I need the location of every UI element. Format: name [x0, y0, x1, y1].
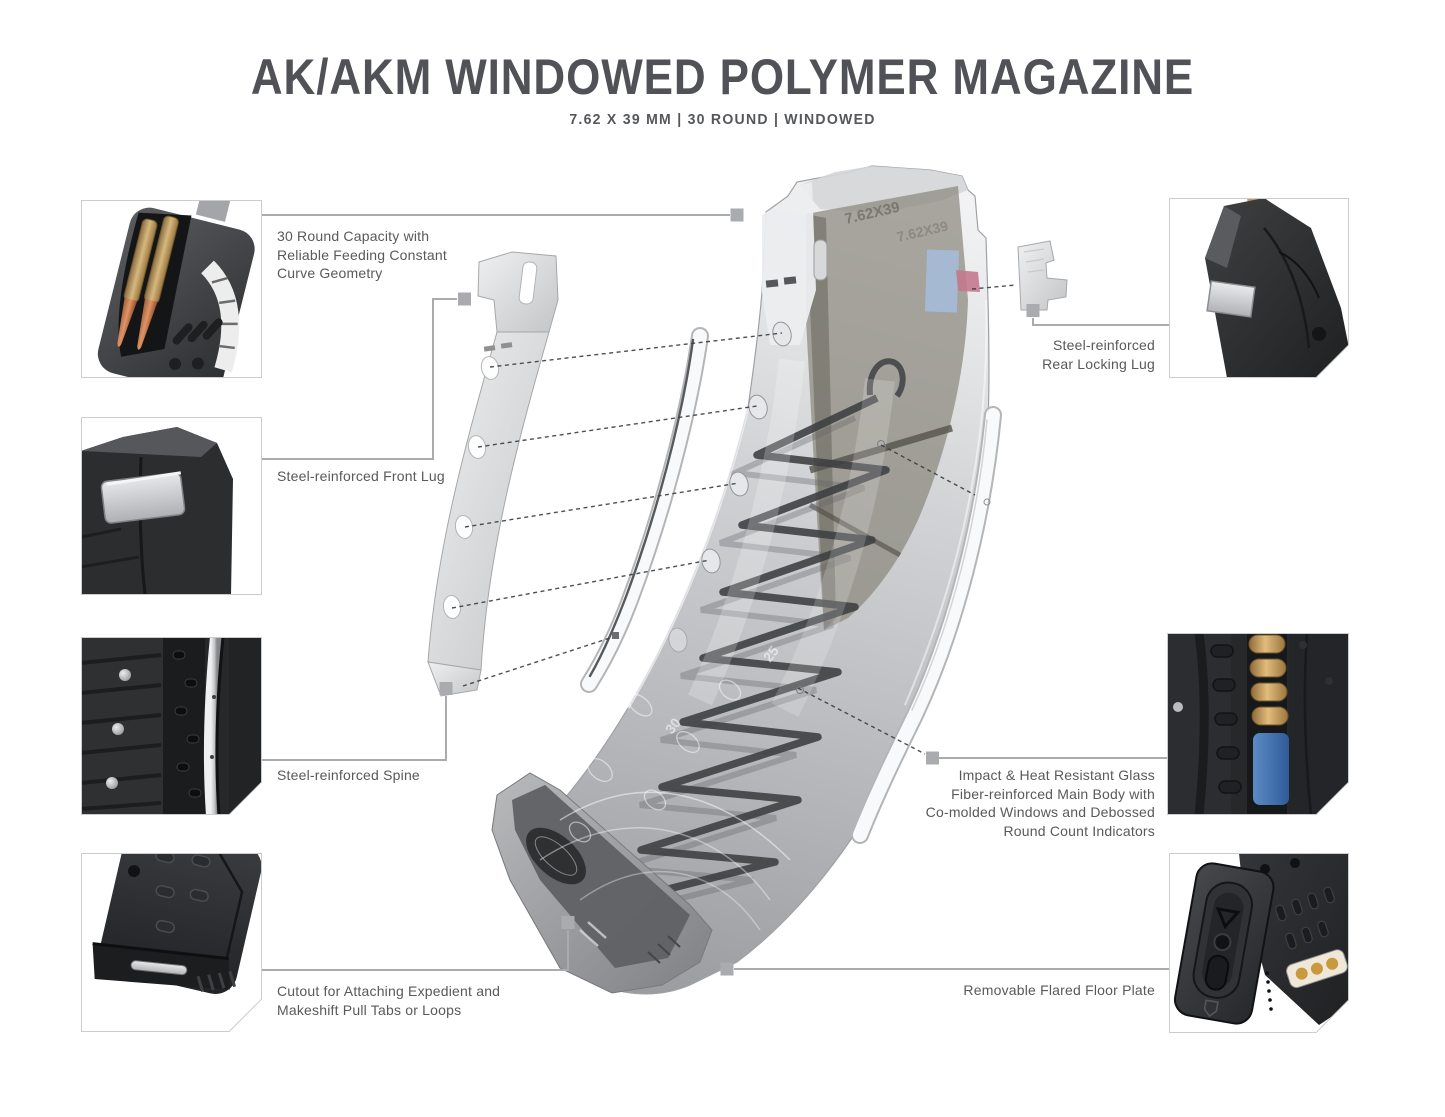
pull-tab-slot	[130, 960, 188, 976]
rivet	[119, 669, 131, 681]
photo-floor-plate	[1169, 853, 1349, 1033]
body-dimples	[668, 321, 792, 653]
callout-pull-tab-cutout: Cutout for Attaching Expedient and Makes…	[277, 982, 500, 1019]
utg-logo	[1203, 999, 1219, 1018]
spine-photo-content	[82, 638, 261, 814]
callout-line: Makeshift Pull Tabs or Loops	[277, 1001, 462, 1018]
photo-feed-lips	[81, 200, 262, 378]
windows-photo-content	[1168, 634, 1348, 814]
callout-main-body: Impact & Heat Resistant Glass Fiber-rein…	[926, 766, 1155, 840]
callout-line: Removable Flared Floor Plate	[963, 982, 1155, 998]
callout-rear-locking-lug: Steel-reinforced Rear Locking Lug	[1042, 336, 1155, 373]
callout-line: 30 Round Capacity with	[277, 228, 430, 244]
callout-spine: Steel-reinforced Spine	[277, 766, 420, 785]
rear-lug-photo-content	[1205, 199, 1348, 377]
photo-rear-lug	[1169, 198, 1349, 378]
steel-rear-lug	[1206, 280, 1256, 318]
cutout-photo-content	[92, 854, 261, 994]
callout-line: Fiber-reinforced Main Body with	[951, 785, 1155, 802]
magazine-spring	[602, 358, 906, 921]
arrow-marking	[1215, 906, 1241, 930]
floor-plate-photo-content	[1173, 854, 1348, 1025]
photo-front-lug	[81, 417, 262, 595]
pink-follower-tab	[956, 270, 980, 292]
body-ribs	[1275, 886, 1335, 950]
page-subtitle: 7.62 X 39 MM | 30 ROUND | WINDOWED	[569, 112, 876, 128]
cartridge-photo-content	[97, 201, 255, 377]
callout-floor-plate: Removable Flared Floor Plate	[963, 981, 1155, 1000]
callout-capacity: 30 Round Capacity with Reliable Feeding …	[277, 227, 447, 283]
callout-line: Round Count Indicators	[1003, 822, 1155, 839]
blue-follower	[1253, 733, 1289, 805]
callout-line: Impact & Heat Resistant Glass	[958, 767, 1155, 783]
steel-insert	[100, 472, 186, 524]
clear-window-insert-right	[851, 406, 1002, 844]
front-lug-photo-content	[82, 427, 233, 594]
photo-pull-tab-cutout	[81, 853, 262, 1032]
steel-spine-strip	[203, 638, 224, 814]
rivet	[106, 777, 118, 789]
callout-line: Steel-reinforced Spine	[277, 767, 420, 783]
cartridge	[117, 218, 158, 347]
cartridge	[137, 215, 179, 350]
rear-lug-tab	[195, 201, 232, 222]
blue-window-tint	[924, 249, 960, 313]
callout-connectors	[262, 214, 1170, 971]
callout-line: Cutout for Attaching Expedient and	[277, 983, 501, 999]
clear-window-insert-left	[580, 327, 709, 693]
callout-line: Rear Locking Lug	[1042, 355, 1155, 372]
magazine-main-body: 7.62X39 7.62X39	[511, 165, 990, 995]
cartridges-in-window	[1248, 634, 1289, 726]
steel-spine-part	[427, 251, 559, 697]
callout-line: Curve Geometry	[277, 265, 383, 281]
callout-line: Steel-reinforced	[1052, 337, 1155, 353]
rivet	[112, 723, 124, 735]
photo-windows	[1167, 633, 1349, 815]
connector-end-squares	[439, 208, 1040, 976]
alignment-dashed-lines	[451, 284, 1017, 755]
spine-rivet-holes	[442, 356, 500, 619]
rear-locking-lug-part	[1017, 240, 1068, 311]
dash-end-marker	[612, 632, 619, 639]
floor-plate-part	[491, 772, 713, 994]
page-title: AK/AKM WINDOWED POLYMER MAGAZINE	[250, 49, 1195, 105]
callout-line: Co-molded Windows and Debossed	[925, 804, 1155, 820]
debossed-round-indicators	[1210, 644, 1242, 794]
callout-front-lug: Steel-reinforced Front Lug	[277, 467, 445, 486]
flared-floor-plate	[1173, 862, 1275, 1025]
pull-tab-cutout-hole	[526, 827, 586, 885]
callout-line: Steel-reinforced Front Lug	[277, 468, 445, 484]
round-window	[1286, 949, 1348, 989]
photo-spine	[81, 637, 262, 815]
front-lug-slot	[518, 261, 538, 305]
callout-line: Reliable Feeding Constant	[277, 246, 447, 263]
